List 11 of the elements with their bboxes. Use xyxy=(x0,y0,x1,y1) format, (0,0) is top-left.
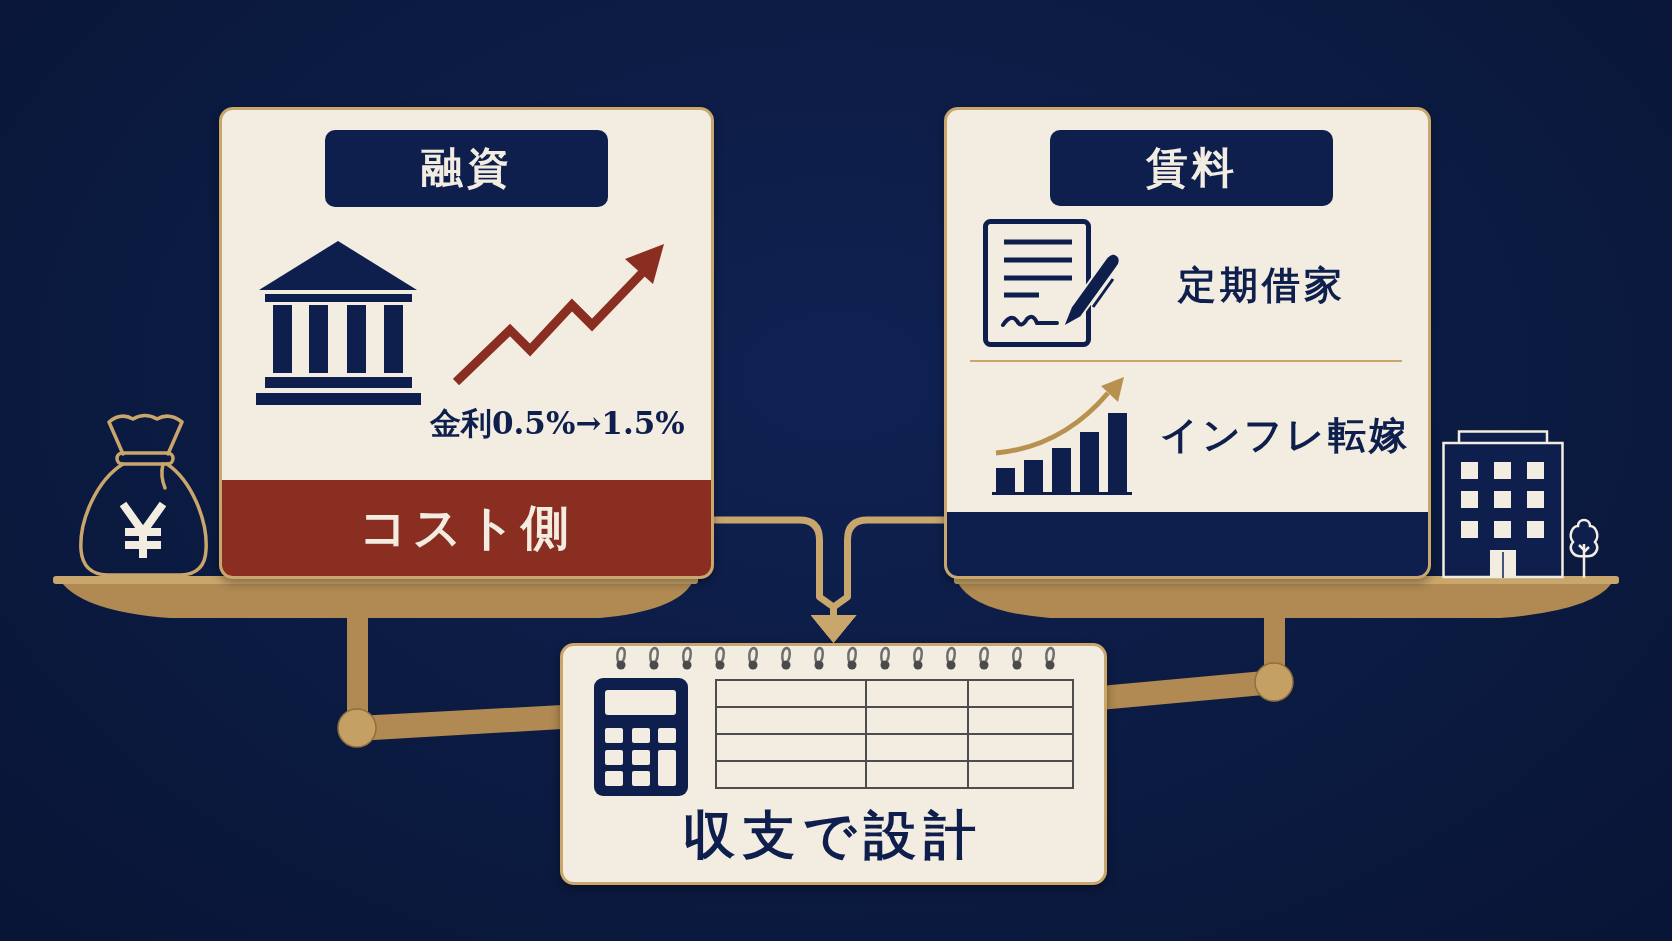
heading-text: 収支で設計 xyxy=(683,804,984,867)
footer-band: コスト側 xyxy=(222,480,711,576)
notepad-card xyxy=(560,643,1107,885)
rate-text: 金利0.5%→1.5% xyxy=(430,405,685,443)
info-card xyxy=(944,107,1431,579)
body-text: 定期借家 xyxy=(1178,262,1346,308)
info-card xyxy=(219,107,714,579)
heading-banner: 賃料 xyxy=(1050,130,1333,206)
body-text: インフレ転嫁 xyxy=(1160,412,1410,458)
footer-band xyxy=(947,512,1428,576)
heading-banner: 融資 xyxy=(325,130,608,207)
